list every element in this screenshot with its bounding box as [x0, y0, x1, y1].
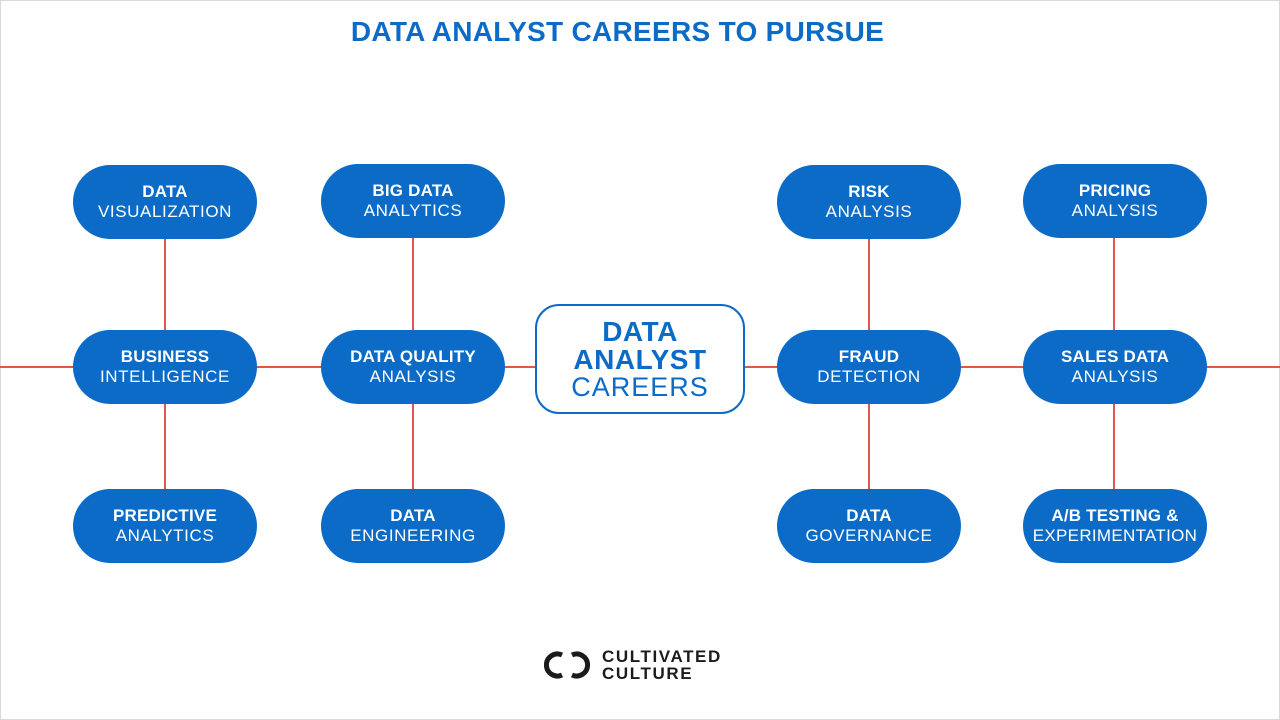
node-label-primary: RISK — [848, 182, 890, 202]
node-risk-analysis: RISK ANALYSIS — [777, 165, 961, 239]
center-node-data-analyst-careers: DATA ANALYST CAREERS — [535, 304, 745, 414]
node-data-engineering: DATA ENGINEERING — [321, 489, 505, 563]
node-ab-testing-experimentation: A/B TESTING & EXPERIMENTATION — [1023, 489, 1207, 563]
node-label-secondary: ANALYSIS — [825, 202, 913, 221]
brand-name-line2: CULTURE — [602, 664, 694, 683]
node-data-visualization: DATA VISUALIZATION — [73, 165, 257, 239]
center-label-line1: DATA — [602, 315, 678, 347]
node-label-secondary: ANALYTICS — [363, 201, 463, 220]
node-label-secondary: ANALYSIS — [1071, 367, 1159, 386]
node-label-primary: PRICING — [1078, 181, 1152, 201]
node-label-primary: BIG DATA — [372, 181, 454, 201]
node-label-secondary: EXPERIMENTATION — [1032, 526, 1198, 545]
node-label-primary: PREDICTIVE — [112, 506, 218, 526]
node-label-primary: BUSINESS — [120, 347, 210, 367]
node-label-primary: DATA — [846, 506, 892, 526]
node-label-secondary: ANALYSIS — [369, 367, 457, 386]
page-title: DATA ANALYST CAREERS TO PURSUE — [350, 16, 885, 47]
node-business-intelligence: BUSINESS INTELLIGENCE — [73, 330, 257, 404]
node-label-secondary: INTELLIGENCE — [99, 367, 230, 386]
node-label-primary: DATA QUALITY — [350, 347, 476, 367]
node-fraud-detection: FRAUD DETECTION — [777, 330, 961, 404]
node-data-governance: DATA GOVERNANCE — [777, 489, 961, 563]
brand-logo: CULTIVATED CULTURE — [544, 647, 722, 683]
node-label-primary: SALES DATA — [1060, 347, 1170, 367]
brand-name-line1: CULTIVATED — [602, 647, 722, 666]
center-label-line3: CAREERS — [571, 371, 709, 402]
cultivated-culture-logo-icon — [544, 651, 590, 679]
center-label-line2: ANALYST — [573, 343, 707, 375]
node-label-secondary: VISUALIZATION — [97, 202, 233, 221]
node-pricing-analysis: PRICING ANALYSIS — [1023, 164, 1207, 238]
node-label-primary: FRAUD — [838, 347, 900, 367]
node-label-primary: DATA — [390, 506, 436, 526]
node-label-secondary: DETECTION — [817, 367, 921, 386]
brand-name: CULTIVATED CULTURE — [602, 648, 722, 682]
node-predictive-analytics: PREDICTIVE ANALYTICS — [73, 489, 257, 563]
node-sales-data-analysis: SALES DATA ANALYSIS — [1023, 330, 1207, 404]
node-label-primary: A/B TESTING & — [1051, 506, 1179, 526]
node-data-quality-analysis: DATA QUALITY ANALYSIS — [321, 330, 505, 404]
node-label-secondary: ENGINEERING — [350, 526, 476, 545]
node-label-secondary: GOVERNANCE — [805, 526, 933, 545]
node-label-secondary: ANALYSIS — [1071, 201, 1159, 220]
node-label-primary: DATA — [142, 182, 188, 202]
node-label-secondary: ANALYTICS — [115, 526, 215, 545]
node-big-data-analytics: BIG DATA ANALYTICS — [321, 164, 505, 238]
